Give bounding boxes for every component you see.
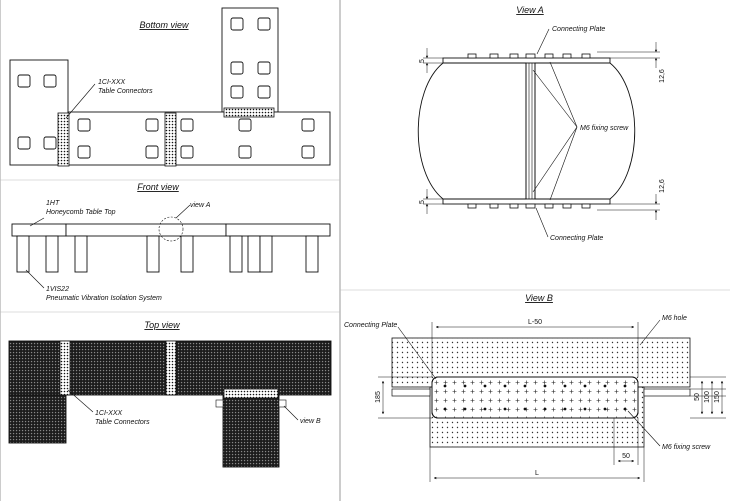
top-bracket-right — [278, 399, 287, 408]
view-a-top-plate — [442, 57, 611, 64]
view-a-dim-5-bottom: 5 — [419, 200, 426, 204]
isolator-leader — [25, 269, 45, 289]
view-b-dim-l: L — [535, 470, 539, 477]
table-top-leader — [29, 217, 45, 227]
bottom-view: Bottom view 1CI-XXX Table Connectors — [9, 7, 331, 167]
bottom-view-title: Bottom view — [139, 20, 189, 30]
front-isolators — [16, 235, 319, 273]
view-b-connecting-plate — [431, 376, 639, 419]
view-a-circle — [158, 216, 184, 242]
top-connectors — [59, 340, 279, 399]
top-connector-name: Table Connectors — [95, 419, 150, 426]
view-b: View B L-50 L 50 — [344, 293, 726, 482]
front-view-a-ref: view A — [190, 202, 211, 209]
view-a-dim-126-top: 12,6 — [659, 69, 666, 83]
view-a-plate-top-label: Connecting Plate — [552, 26, 605, 33]
bottom-connector-code: 1CI-XXX — [98, 79, 126, 86]
view-a-left-table — [417, 62, 527, 200]
top-bracket-left — [215, 399, 224, 408]
view-a-bottom-screws — [467, 203, 591, 209]
top-view: Top view 1CI-XXX Table Connectors view B — [8, 320, 332, 468]
view-b-plate-label: Connecting Plate — [344, 322, 397, 329]
bottom-connector-name: Table Connectors — [98, 88, 153, 95]
view-b-hole-label: M6 hole — [662, 315, 687, 322]
view-b-dim-50-h: 50 — [622, 453, 630, 460]
view-a-leader — [175, 204, 191, 219]
bottom-connector-leader — [65, 83, 96, 119]
view-b-dim-185: 185 — [375, 391, 382, 403]
view-a-right-table — [534, 62, 636, 200]
top-view-title: Top view — [144, 320, 180, 330]
view-b-left-bracket — [391, 388, 431, 397]
top-connector-code: 1CI-XXX — [95, 410, 123, 417]
view-b-dim-150: 150 — [714, 391, 721, 403]
view-a-bottom-plate — [442, 198, 611, 205]
top-view-b-ref: view B — [300, 418, 321, 425]
bottom-main-module — [67, 111, 331, 166]
view-a-dim-126-bottom: 12,6 — [659, 179, 666, 193]
bottom-connectors — [57, 107, 275, 167]
top-connector-leader — [67, 389, 94, 413]
bottom-isolator-pads — [17, 17, 315, 159]
front-iso-name: Pneumatic Vibration Isolation System — [46, 295, 162, 302]
view-a-screw-label: M6 fixing screw — [580, 125, 629, 132]
front-table-tops — [11, 223, 331, 237]
view-a-plate-bottom-label: Connecting Plate — [550, 235, 603, 242]
front-table-code: 1HT — [46, 200, 60, 207]
view-b-leader — [283, 405, 299, 421]
view-b-dim-l50: L-50 — [528, 319, 542, 326]
front-view-title: Front view — [137, 182, 179, 192]
view-b-screw-label: M6 fixing screw — [662, 444, 711, 451]
view-b-dim-100: 100 — [704, 391, 711, 403]
front-view: Front view view A 1HT Honeycomb Table To… — [11, 182, 331, 302]
view-b-title: View B — [525, 293, 553, 303]
view-a-top-screws — [467, 53, 591, 59]
front-iso-code: 1VIS22 — [46, 286, 69, 293]
view-a: View A Connecting Plate Connecting Plate — [417, 5, 666, 242]
front-table-name: Honeycomb Table Top — [46, 209, 116, 216]
view-a-dim-5-top: 5 — [419, 59, 426, 63]
view-b-dim-50-v: 50 — [694, 393, 701, 401]
view-b-right-bracket — [643, 388, 691, 397]
view-a-title: View A — [516, 5, 544, 15]
view-b-plate-screws — [443, 384, 627, 411]
